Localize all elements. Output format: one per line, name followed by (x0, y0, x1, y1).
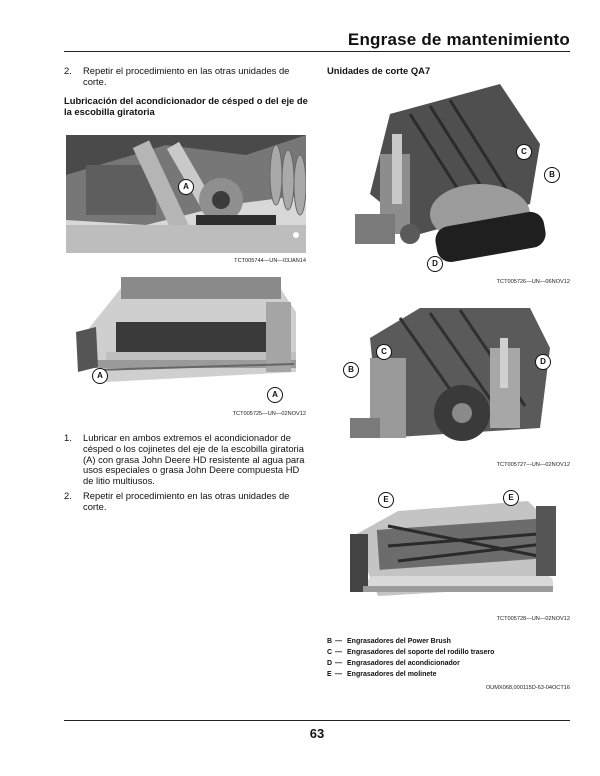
figure-qa7-side: C B D (340, 84, 562, 274)
callout-c: C (376, 344, 392, 360)
legend: B — Engrasadores del Power Brush C — Eng… (327, 636, 577, 680)
legend-row-d: D — Engrasadores del acondicionador (327, 658, 577, 669)
figure-qa7-reel: E E (338, 486, 566, 608)
figure-qa7-front: C B D (340, 298, 562, 456)
step-text: Lubricar en ambos extremos el acondicion… (83, 432, 305, 487)
legend-key: E (327, 671, 332, 678)
figure-conditioner-shaft: A A (66, 272, 306, 404)
step-number: 2. (64, 490, 72, 501)
legend-row-e: E — Engrasadores del molinete (327, 669, 577, 680)
figure-caption: TCT005728—UN—02NOV12 (496, 616, 570, 622)
header-rule (64, 51, 570, 52)
callout-b: B (544, 167, 560, 183)
page-number: 63 (309, 726, 325, 741)
step-lubricate: 1. Lubricar en ambos extremos el acondic… (64, 432, 308, 487)
step-number: 2. (64, 65, 72, 76)
callout-a: A (178, 179, 194, 195)
legend-key: C (327, 649, 333, 656)
callout-a-right: A (267, 387, 283, 403)
legend-label: Engrasadores del soporte del rodillo tra… (347, 649, 495, 656)
section-heading-qa7: Unidades de corte QA7 (327, 65, 431, 76)
legend-label: Engrasadores del acondicionador (347, 660, 460, 667)
step-text: Repetir el procedimiento en las otras un… (83, 490, 290, 512)
legend-dash: — (335, 649, 342, 656)
legend-key: B (327, 638, 333, 645)
legend-label: Engrasadores del molinete (347, 671, 437, 678)
step-repeat: 2. Repetir el procedimiento en las otras… (64, 490, 308, 513)
legend-row-b: B — Engrasadores del Power Brush (327, 636, 577, 647)
legend-label: Engrasadores del Power Brush (347, 638, 451, 645)
callout-a-left: A (92, 368, 108, 384)
figure-caption: TCT005727—UN—02NOV12 (496, 462, 570, 468)
callout-e-right: E (503, 490, 519, 506)
legend-dash: — (335, 638, 342, 645)
callout-b: B (343, 362, 359, 378)
section-heading-conditioner: Lubricación del acondicionador de césped… (64, 95, 308, 117)
footer-rule (64, 720, 570, 721)
page-title: Engrase de mantenimiento (347, 30, 570, 49)
callout-d: D (535, 354, 551, 370)
figure-conditioner-closeup: A (66, 135, 306, 253)
legend-dash: — (335, 660, 342, 667)
legend-key: D (327, 660, 333, 667)
callout-c: C (516, 144, 532, 160)
callout-d: D (427, 256, 443, 272)
step-repeat-top: 2. Repetir el procedimiento en las otras… (64, 65, 308, 88)
legend-dash: — (335, 671, 342, 678)
figure-caption: TCT005744—UN—03JAN14 (234, 258, 306, 264)
callout-e-left: E (378, 492, 394, 508)
figure-caption: TCT005726—UN—06NOV12 (496, 279, 570, 285)
step-text: Repetir el procedimiento en las otras un… (83, 65, 290, 87)
figure-caption: TCT005725—UN—02NOV12 (232, 411, 306, 417)
step-number: 1. (64, 432, 72, 443)
document-reference: OUMX068,000115D-63-04OCT16 (485, 685, 570, 691)
legend-row-c: C — Engrasadores del soporte del rodillo… (327, 647, 577, 658)
